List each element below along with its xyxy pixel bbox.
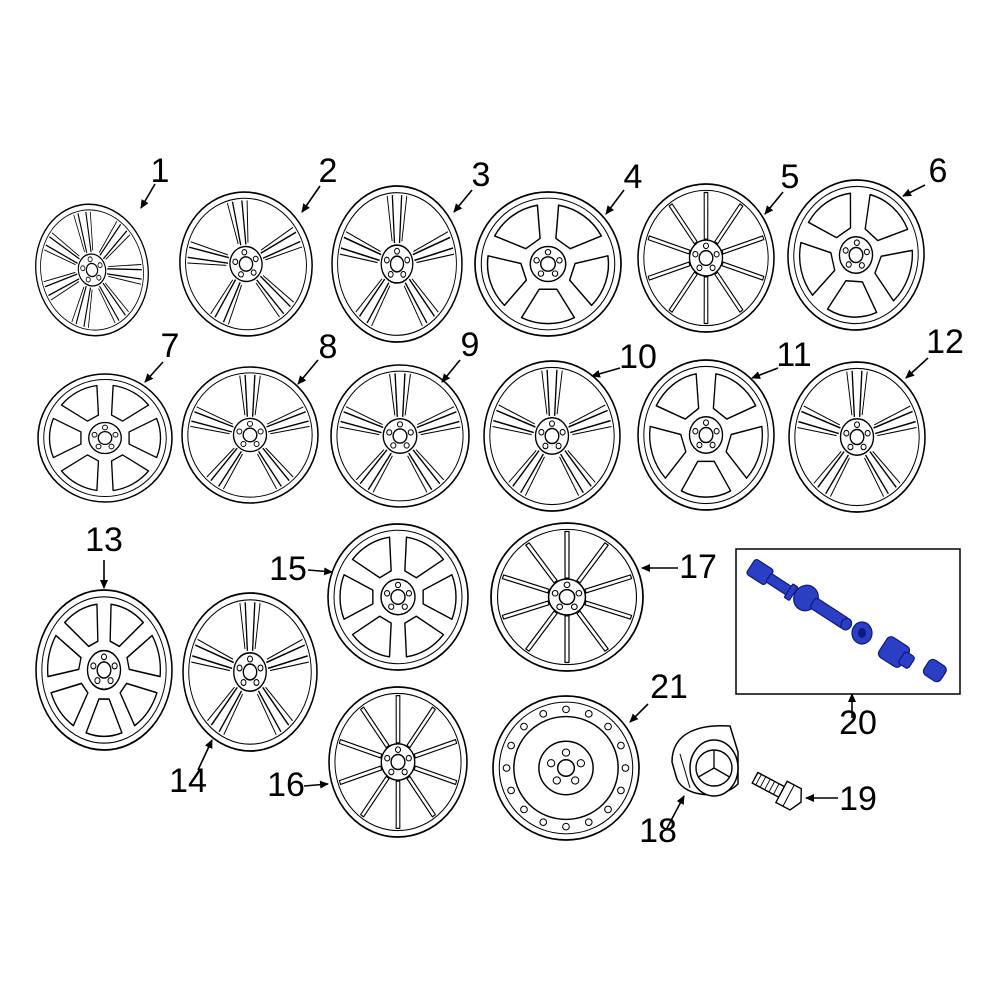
leader-line-9 (441, 359, 461, 383)
wheel-part-4[interactable] (474, 191, 622, 337)
callout-label-20[interactable]: 20 (839, 704, 877, 742)
leader-line-1 (140, 183, 156, 209)
callout-label-8[interactable]: 8 (319, 328, 338, 366)
callout-label-5[interactable]: 5 (781, 158, 800, 196)
callout-label-12[interactable]: 12 (926, 323, 964, 361)
wheel-part-1[interactable] (25, 195, 158, 344)
callout-label-16[interactable]: 16 (267, 766, 305, 804)
leader-line-7 (144, 361, 164, 383)
valve-stem-kit-part-20[interactable] (735, 548, 961, 695)
callout-label-18[interactable]: 18 (639, 812, 677, 850)
callout-label-3[interactable]: 3 (472, 156, 491, 194)
leader-line-3 (453, 189, 473, 213)
wheel-part-14[interactable] (182, 592, 318, 752)
wheel-part-6[interactable] (783, 175, 929, 334)
wheel-part-9[interactable] (330, 364, 470, 508)
leader-line-14 (197, 739, 213, 771)
leader-line-11 (751, 367, 779, 379)
callout-label-19[interactable]: 19 (839, 780, 877, 818)
leader-line-4 (605, 189, 625, 215)
leader-lines-layer (100, 183, 929, 831)
callout-label-2[interactable]: 2 (319, 152, 338, 190)
leader-line-5 (764, 191, 784, 215)
callout-label-9[interactable]: 9 (461, 326, 480, 364)
wheel-part-11[interactable] (637, 359, 775, 511)
leader-line-21 (629, 703, 649, 723)
callout-label-21[interactable]: 21 (650, 668, 688, 706)
wheel-part-13[interactable] (35, 589, 173, 751)
leader-line-6 (902, 184, 926, 197)
callout-label-1[interactable]: 1 (151, 152, 170, 190)
callout-label-10[interactable]: 10 (619, 338, 657, 376)
wheel-part-10[interactable] (483, 360, 621, 512)
wheel-part-5[interactable] (637, 183, 775, 333)
wheel-part-16[interactable] (328, 686, 468, 838)
leader-line-16 (303, 780, 329, 789)
callout-label-14[interactable]: 14 (169, 762, 207, 800)
wheel-part-15[interactable] (327, 523, 469, 671)
wheel-part-8[interactable] (181, 366, 319, 504)
leader-line-8 (297, 359, 319, 385)
wheel-part-17[interactable] (490, 522, 644, 672)
wheel-part-12[interactable] (788, 361, 926, 513)
leader-line-10 (591, 367, 621, 378)
accessories-layer (671, 548, 961, 813)
wheel-part-3[interactable] (331, 185, 463, 343)
callout-label-11[interactable]: 11 (776, 336, 811, 374)
callout-label-4[interactable]: 4 (624, 158, 643, 196)
leader-line-12 (905, 357, 929, 379)
wheel-part-7[interactable] (37, 373, 173, 503)
callout-label-17[interactable]: 17 (679, 548, 717, 586)
leader-line-2 (301, 185, 321, 213)
leader-line-18 (665, 795, 685, 831)
wheel-part-21[interactable] (492, 695, 640, 841)
callout-label-7[interactable]: 7 (161, 327, 180, 365)
wheel-part-2[interactable] (171, 184, 322, 345)
wheel-bolt-part-19[interactable] (749, 767, 806, 813)
wheels-layer (25, 175, 929, 841)
callout-label-15[interactable]: 15 (269, 550, 307, 588)
callout-label-6[interactable]: 6 (929, 152, 948, 190)
center-cap-part-18[interactable] (671, 724, 739, 797)
leader-line-15 (307, 567, 333, 576)
callout-label-13[interactable]: 13 (85, 521, 123, 559)
